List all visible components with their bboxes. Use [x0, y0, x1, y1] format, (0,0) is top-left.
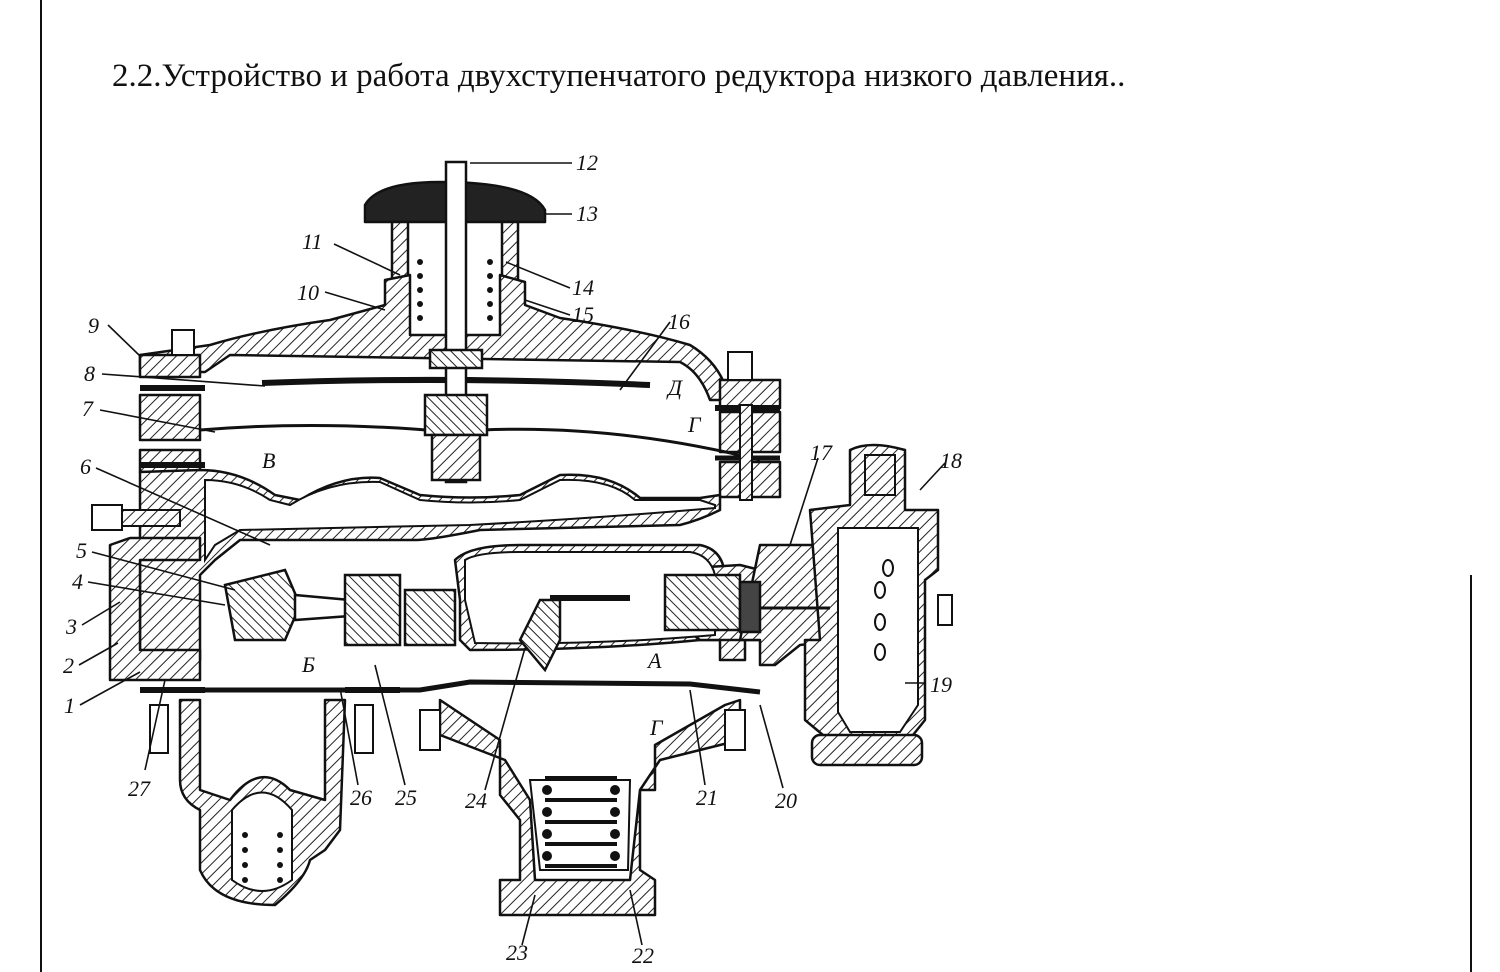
- valve-parts: [223, 568, 830, 673]
- stem-nut: [428, 348, 484, 370]
- label-20: 20: [775, 788, 797, 813]
- label-18: 18: [940, 448, 962, 473]
- second-stage-valve: [663, 573, 742, 632]
- stem-guide: [423, 393, 489, 437]
- label-8: 8: [84, 361, 95, 386]
- leader-lines: [78, 162, 946, 946]
- bypass-block: [403, 588, 457, 647]
- chamber-letters: Д Г В Б А Г: [262, 375, 702, 740]
- zone-a: А: [646, 648, 662, 673]
- right-flange-top: [718, 378, 782, 410]
- springs: [242, 259, 620, 883]
- filter-element: [874, 559, 894, 661]
- left-flange-mid: [138, 393, 202, 442]
- left-flange-lower: [138, 448, 202, 474]
- label-15: 15: [572, 302, 594, 327]
- label-22: 22: [632, 943, 654, 968]
- label-9: 9: [88, 313, 99, 338]
- zone-g-top: Г: [687, 412, 702, 437]
- label-6: 6: [80, 454, 91, 479]
- label-11: 11: [302, 229, 322, 254]
- inlet-body: [108, 536, 202, 682]
- label-1: 1: [64, 693, 75, 718]
- label-3: 3: [65, 614, 77, 639]
- spring-housing: [438, 698, 742, 917]
- upper-spring: [417, 259, 493, 321]
- stem-lower-nut: [430, 433, 482, 482]
- left-flange-top: [138, 353, 202, 379]
- zone-g-bottom: Г: [649, 715, 664, 740]
- lower-diaphragm: [200, 679, 761, 695]
- spring-coils: [545, 776, 617, 868]
- label-16: 16: [668, 309, 690, 334]
- callout-labels: 12 13 11 14 10 15 16 9 8 7 6 5 4 3 2 1 2…: [63, 150, 962, 968]
- filter-cap: [810, 733, 924, 767]
- lower-spring: [542, 785, 620, 861]
- label-17: 17: [810, 440, 833, 465]
- second-stage-lever: [518, 598, 562, 673]
- zone-b: Б: [301, 652, 315, 677]
- zone-v: В: [262, 448, 275, 473]
- label-5: 5: [76, 538, 87, 563]
- label-25: 25: [395, 785, 417, 810]
- page-title: 2.2.Устройство и работа двухступенчатого…: [112, 58, 1126, 94]
- left-page-edge: [40, 0, 42, 972]
- reducer-body: [108, 180, 940, 917]
- upper-cover: [138, 273, 727, 402]
- second-stage-seat: [343, 573, 402, 647]
- first-stage-valve: [223, 568, 302, 642]
- right-page-edge: [1470, 575, 1472, 972]
- label-13: 13: [576, 201, 598, 226]
- bottom-left-spring: [242, 832, 283, 883]
- label-7: 7: [82, 396, 94, 421]
- label-26: 26: [350, 785, 372, 810]
- label-21: 21: [696, 785, 718, 810]
- zone-d: Д: [666, 375, 683, 400]
- label-19: 19: [930, 672, 952, 697]
- label-24: 24: [465, 788, 487, 813]
- label-12: 12: [576, 150, 598, 175]
- label-14: 14: [572, 275, 594, 300]
- label-2: 2: [63, 653, 74, 678]
- bolts: [91, 329, 953, 754]
- label-23: 23: [506, 940, 528, 965]
- label-4: 4: [72, 569, 83, 594]
- outlet-valve-pin: [738, 580, 762, 634]
- label-27: 27: [128, 776, 151, 801]
- central-stem: [423, 160, 489, 484]
- label-10: 10: [297, 280, 319, 305]
